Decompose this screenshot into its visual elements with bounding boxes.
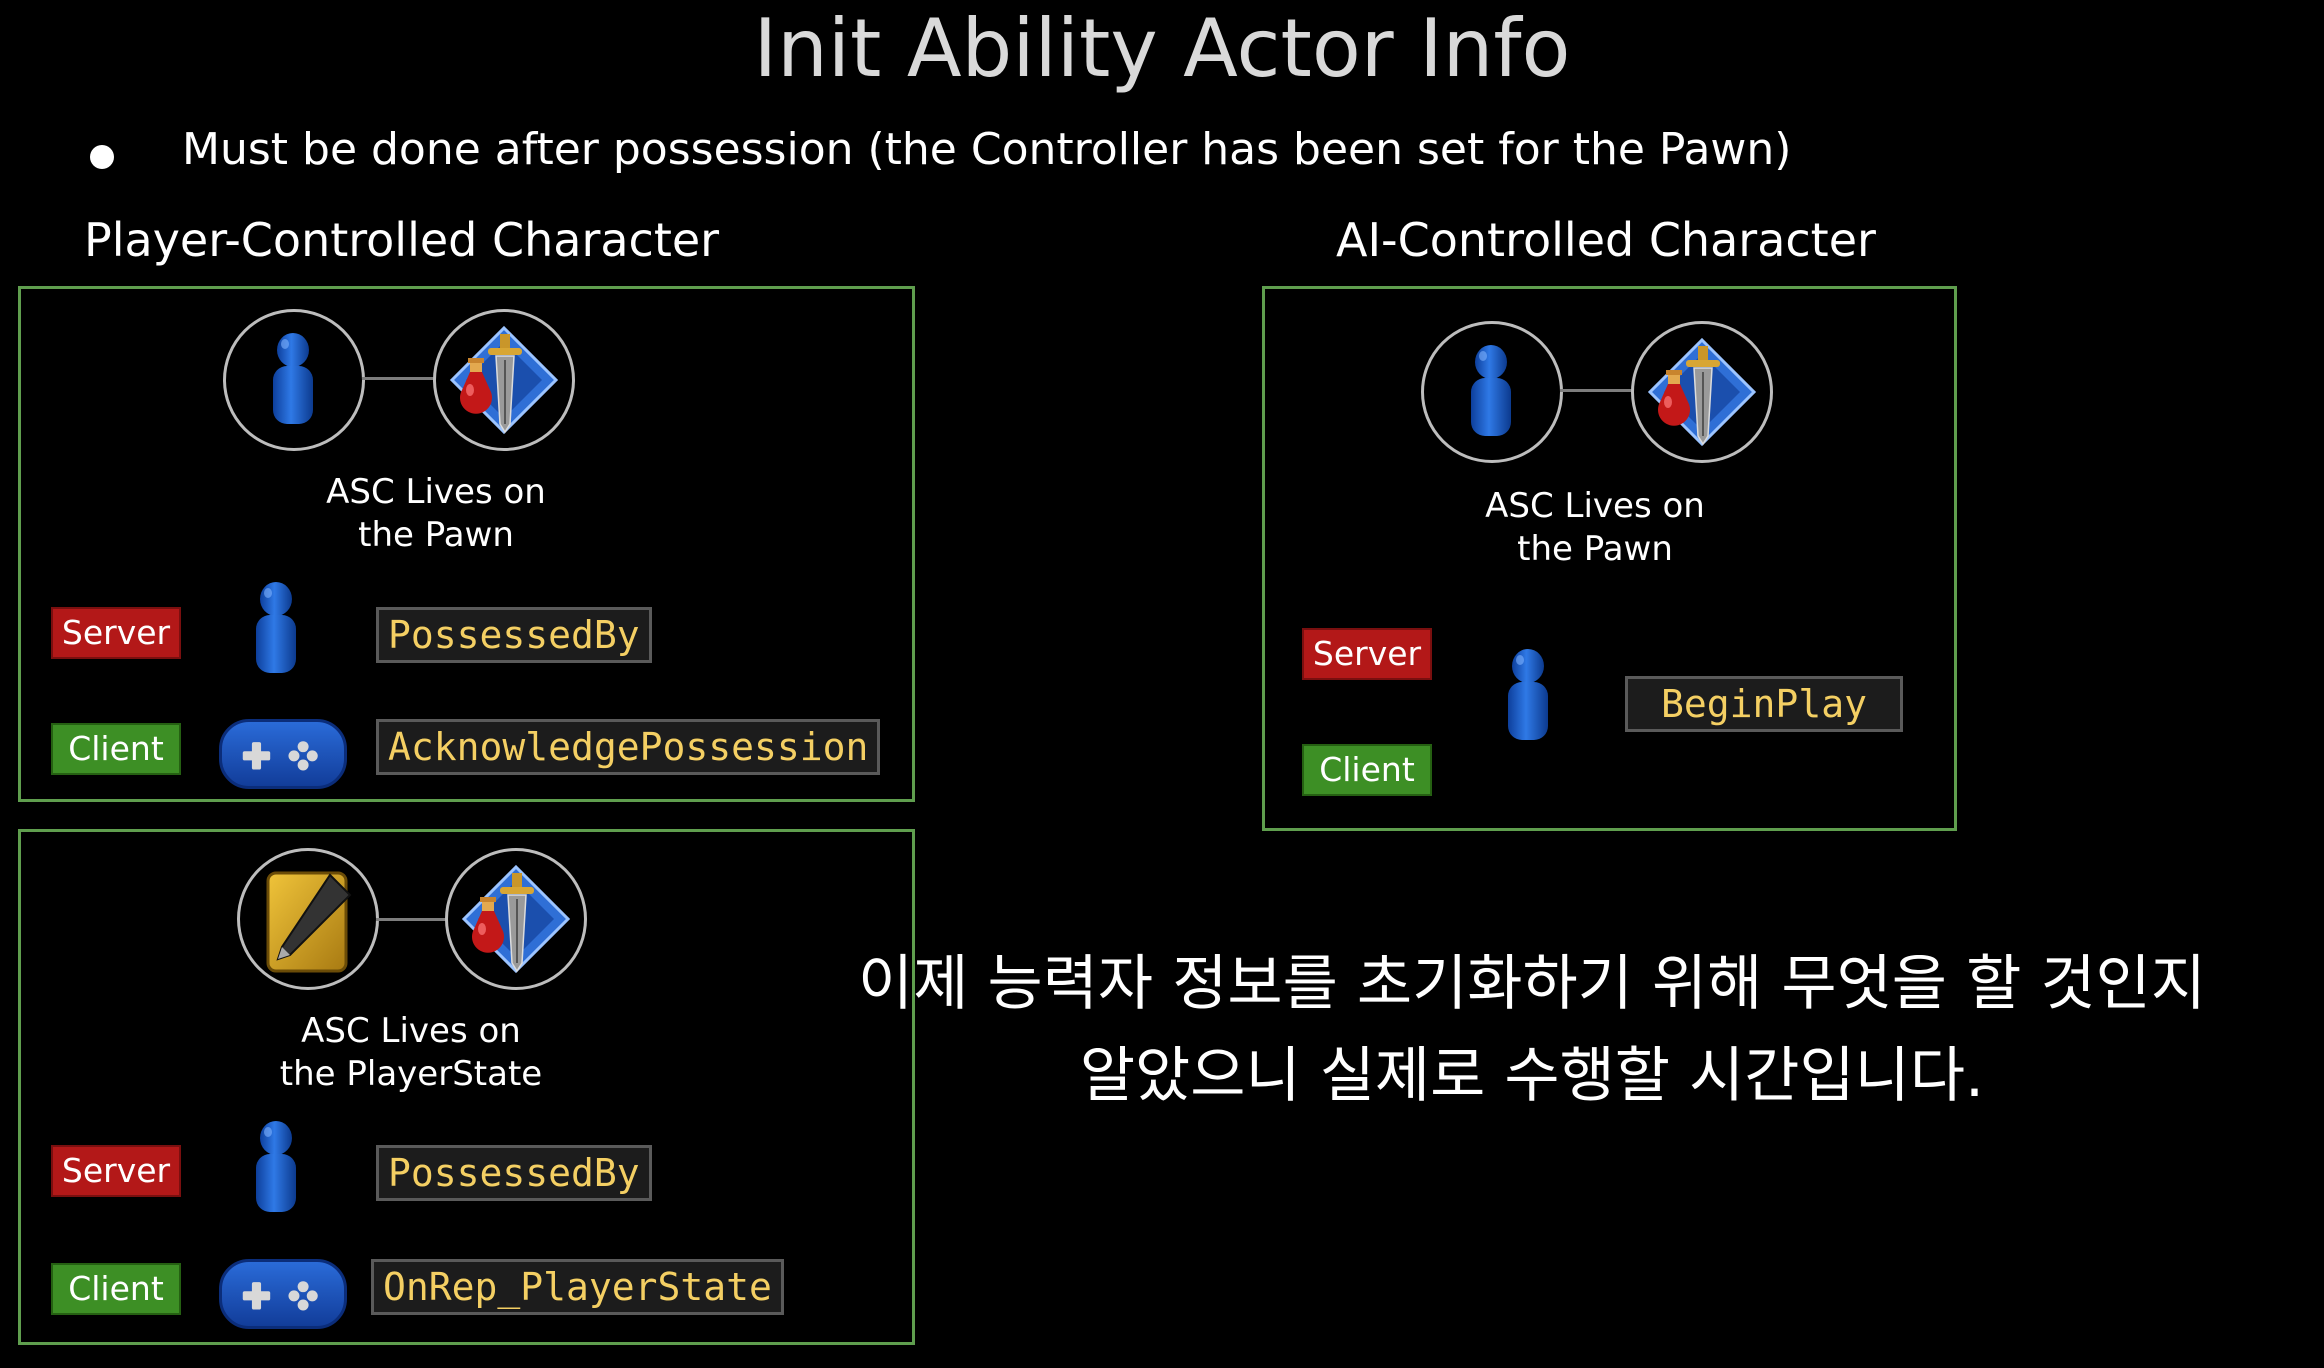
pawn-icon [1505, 648, 1551, 744]
caption-line-2: the Pawn [1517, 529, 1673, 569]
subtitle-line-2: 알았으니 실제로 수행할 시간입니다. [1079, 1041, 1985, 1111]
acknowledgepossession-call: AcknowledgePossession [376, 719, 881, 775]
caption-line-1: ASC Lives on [301, 1011, 521, 1051]
asc-circle [433, 309, 575, 451]
pawn-icon [253, 1120, 299, 1216]
ability-system-icon [444, 320, 564, 440]
gamepad-icon [219, 719, 347, 789]
server-tag: Server [1302, 628, 1432, 680]
connector-line [376, 918, 466, 921]
playerstate-circle [237, 848, 379, 990]
ai-pawn-panel: ASC Lives on the Pawn Server BeginPlay C… [1262, 286, 1957, 831]
client-tag: Client [51, 723, 181, 775]
subtitle-line-1: 이제 능력자 정보를 초기화하기 위해 무엇을 할 것인지 [858, 949, 2206, 1019]
pawn-icon [253, 581, 299, 677]
slide-title: Init Ability Actor Info [753, 2, 1571, 95]
asc-caption: ASC Lives on the PlayerState [161, 1010, 661, 1096]
pawn-circle [1421, 321, 1563, 463]
pawn-icon [1468, 344, 1514, 440]
caption-line-2: the PlayerState [279, 1054, 543, 1094]
ability-system-icon [456, 859, 576, 979]
player-playerstate-panel: ASC Lives on the PlayerState Server Poss… [18, 829, 915, 1345]
client-tag: Client [51, 1263, 181, 1315]
server-tag: Server [51, 1145, 181, 1197]
caption-line-1: ASC Lives on [1485, 486, 1705, 526]
onrep-playerstate-call: OnRep_PlayerState [371, 1259, 784, 1315]
asc-circle [445, 848, 587, 990]
client-tag: Client [1302, 744, 1432, 796]
bullet-text: Must be done after possession (the Contr… [182, 124, 1792, 175]
player-section-heading: Player-Controlled Character [84, 213, 720, 267]
asc-caption: ASC Lives on the Pawn [1355, 485, 1835, 571]
gamepad-icon [219, 1259, 347, 1329]
asc-circle [1631, 321, 1773, 463]
bullet-dot [90, 145, 114, 169]
asc-caption: ASC Lives on the Pawn [211, 471, 661, 557]
ai-section-heading: AI-Controlled Character [1336, 213, 1876, 267]
ability-system-icon [1642, 332, 1762, 452]
pawn-icon [270, 332, 316, 428]
server-tag: Server [51, 607, 181, 659]
connector-line [1560, 389, 1640, 392]
caption-line-1: ASC Lives on [326, 472, 546, 512]
connector-line [362, 377, 452, 380]
playerstate-icon [260, 867, 360, 977]
player-pawn-panel: ASC Lives on the Pawn Server PossessedBy… [18, 286, 915, 802]
possessedby-call: PossessedBy [376, 1145, 652, 1201]
beginplay-call: BeginPlay [1625, 676, 1903, 732]
possessedby-call: PossessedBy [376, 607, 652, 663]
caption-line-2: the Pawn [358, 515, 514, 555]
pawn-circle [223, 309, 365, 451]
